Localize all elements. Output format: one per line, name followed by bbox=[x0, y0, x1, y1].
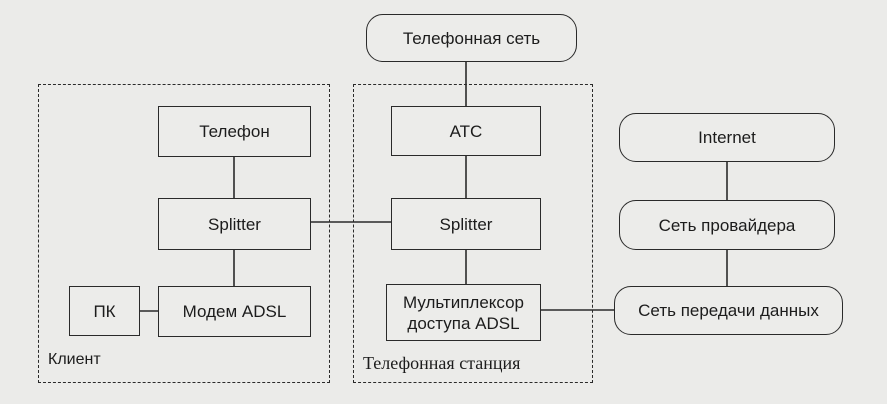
adsl-modem-node: Модем ADSL bbox=[158, 286, 311, 337]
dslam-label-line2: доступа ADSL bbox=[407, 313, 520, 333]
client-group-label: Клиент bbox=[48, 351, 101, 368]
data-network-node: Сеть передачи данных bbox=[614, 286, 843, 335]
provider-network-node: Сеть провайдера bbox=[619, 200, 835, 250]
station-group-label: Телефонная станция bbox=[363, 353, 521, 373]
ats-node: АТС bbox=[391, 106, 541, 156]
telephone-node: Телефон bbox=[158, 106, 311, 157]
dslam-node: Мультиплексор доступа ADSL bbox=[386, 284, 541, 341]
phone-network-node: Телефонная сеть bbox=[366, 14, 577, 62]
station-splitter-node: Splitter bbox=[391, 198, 541, 250]
station-group-frame bbox=[353, 84, 593, 383]
client-group-frame bbox=[38, 84, 330, 383]
client-splitter-node: Splitter bbox=[158, 198, 311, 250]
pc-node: ПК bbox=[69, 286, 140, 336]
internet-node: Internet bbox=[619, 113, 835, 162]
dslam-label-line1: Мультиплексор bbox=[402, 292, 525, 312]
